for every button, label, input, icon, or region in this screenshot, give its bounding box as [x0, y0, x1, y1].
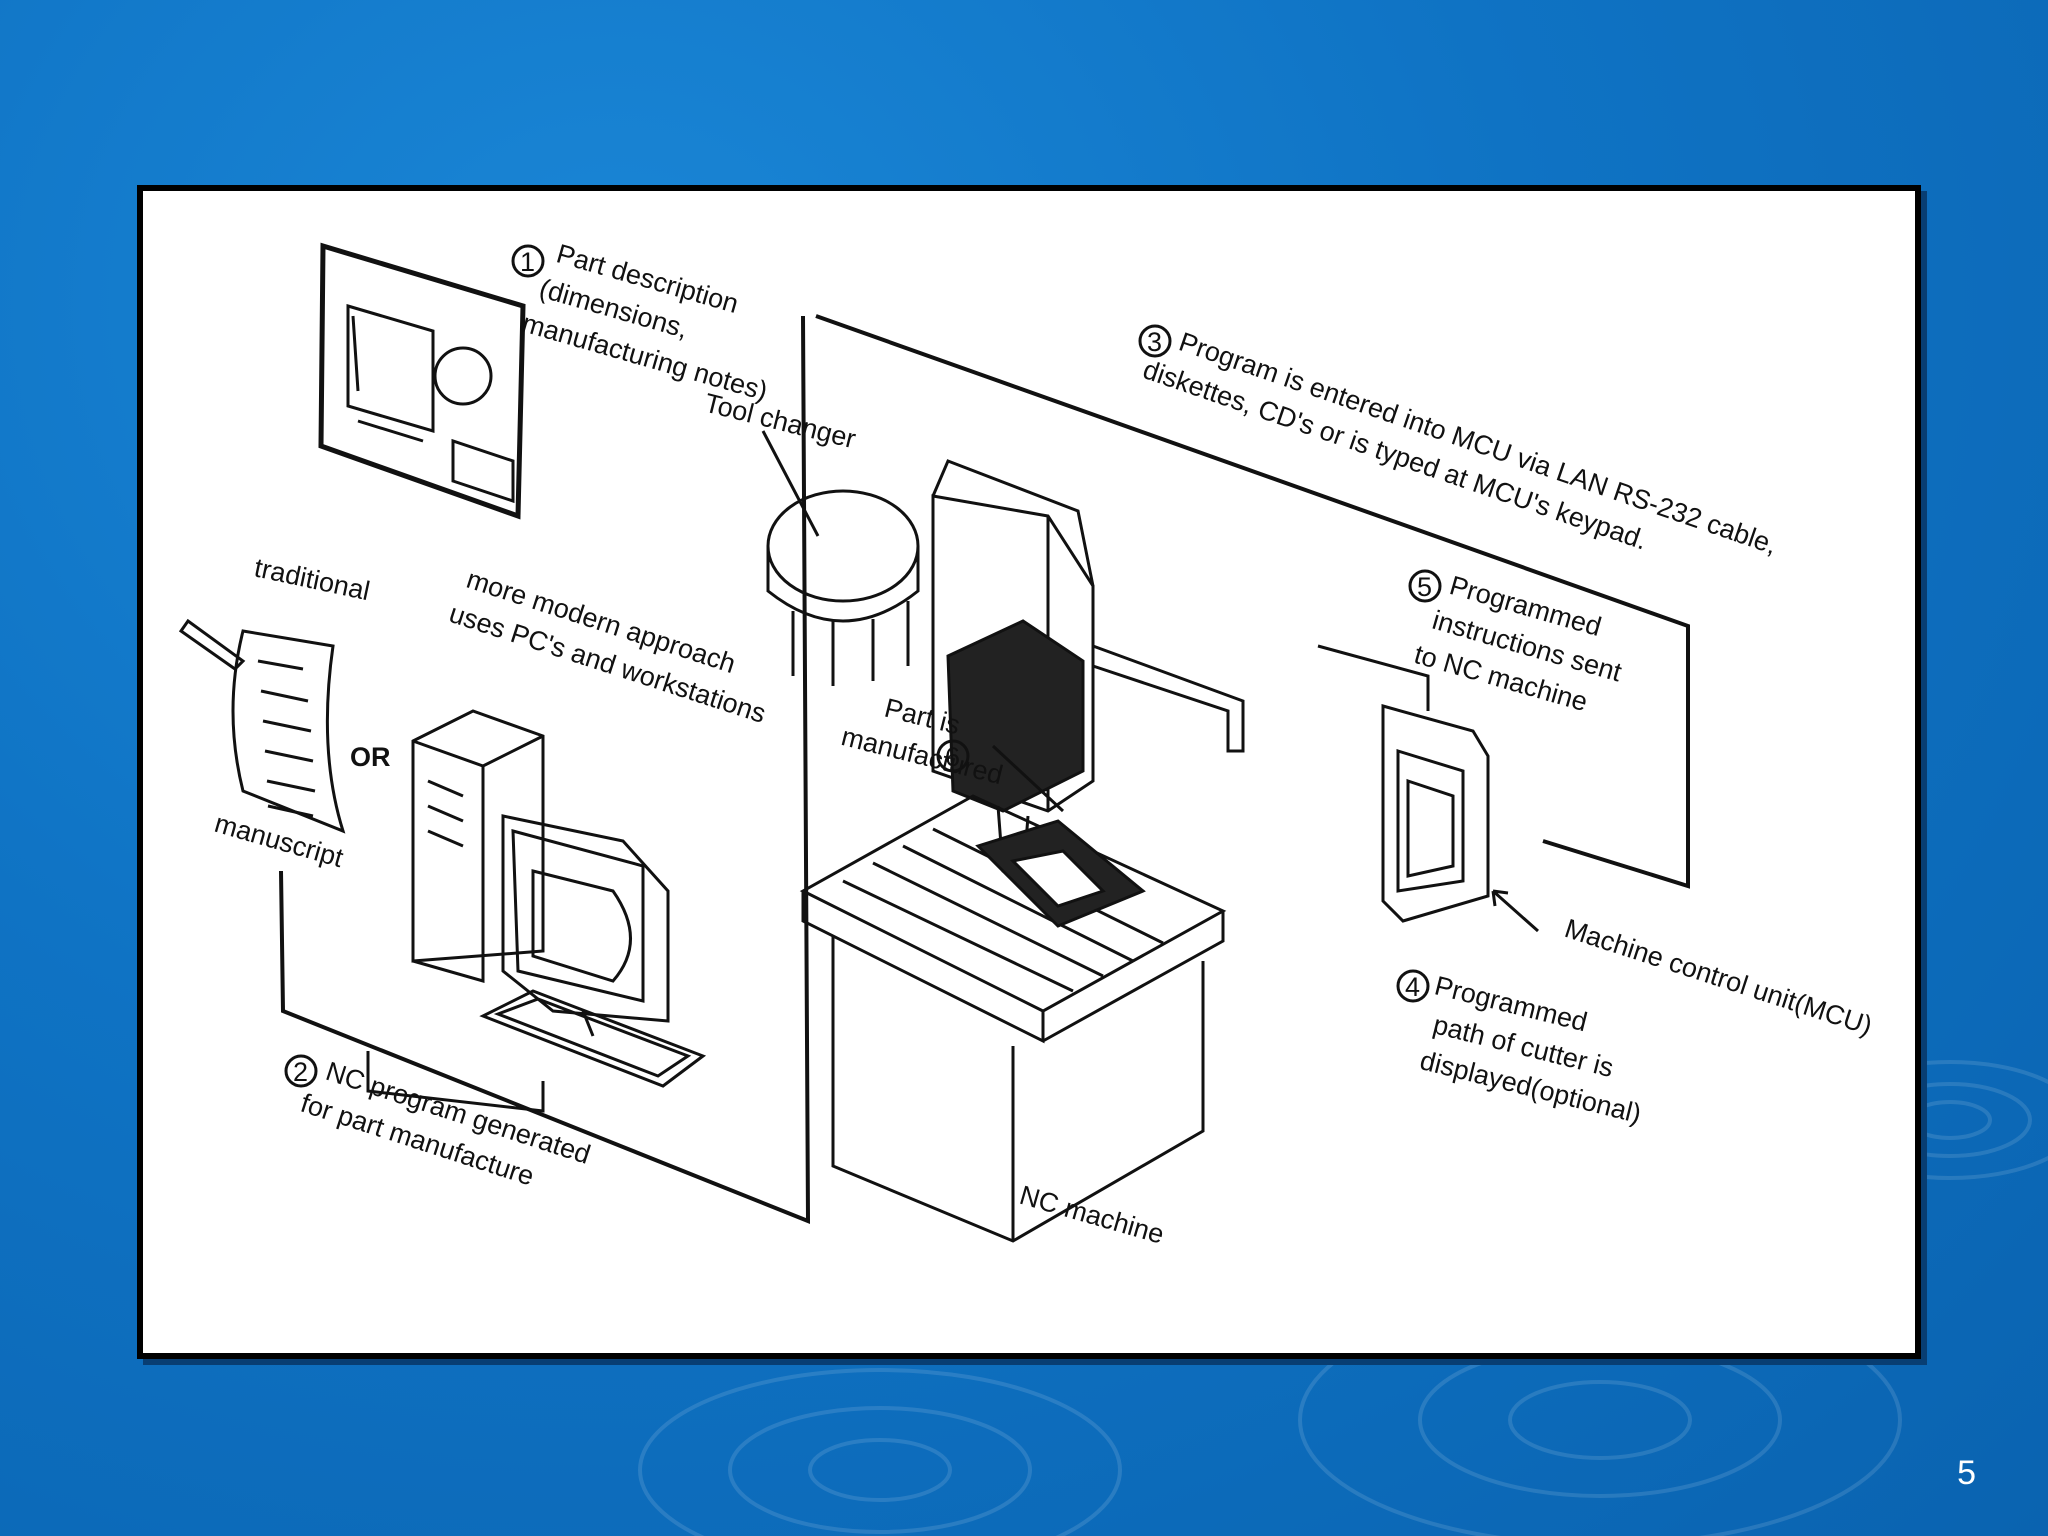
part-drawing-sheet [318, 242, 526, 520]
mcu-arrow [1491, 889, 1539, 933]
nc-machine-label: NC machine [1016, 1180, 1167, 1250]
tool-changer [761, 430, 920, 686]
step1-number: 1 [520, 247, 535, 277]
step6-number: 6 [945, 742, 960, 772]
step4-number: 4 [1405, 972, 1420, 1002]
or-label: OR [350, 742, 391, 772]
right-panel-outline [815, 314, 1690, 889]
step3-line2: diskettes, CD's or is typed at MCU's key… [1139, 354, 1651, 555]
manuscript-label: manuscript [211, 808, 347, 873]
step3-line1: Program is entered into MCU via LAN RS-2… [1175, 327, 1781, 561]
pc-monitor [501, 814, 670, 1037]
pc-keyboard [366, 989, 707, 1113]
nc-machine [799, 459, 1245, 1243]
page-number: 5 [1957, 1454, 1976, 1492]
step5-number: 5 [1417, 572, 1432, 602]
step2-number: 2 [293, 1057, 308, 1087]
part-arrow [991, 744, 1065, 813]
machine-control-unit [1317, 644, 1490, 923]
traditional-label: traditional [252, 553, 373, 607]
step-markers [284, 244, 1442, 1088]
diagram-panel: 1 2 3 4 5 6 Part description (dimensions… [137, 185, 1921, 1359]
nc-process-diagram: 1 2 3 4 5 6 Part description (dimensions… [178, 238, 1876, 1250]
manuscript-paper [178, 618, 346, 834]
step3-number: 3 [1147, 327, 1162, 357]
mcu-label: Machine control unit(MCU) [1561, 913, 1876, 1041]
tool-changer-label: Tool changer [702, 388, 859, 455]
pc-tower [411, 709, 545, 983]
left-panel-outline [279, 315, 811, 1224]
